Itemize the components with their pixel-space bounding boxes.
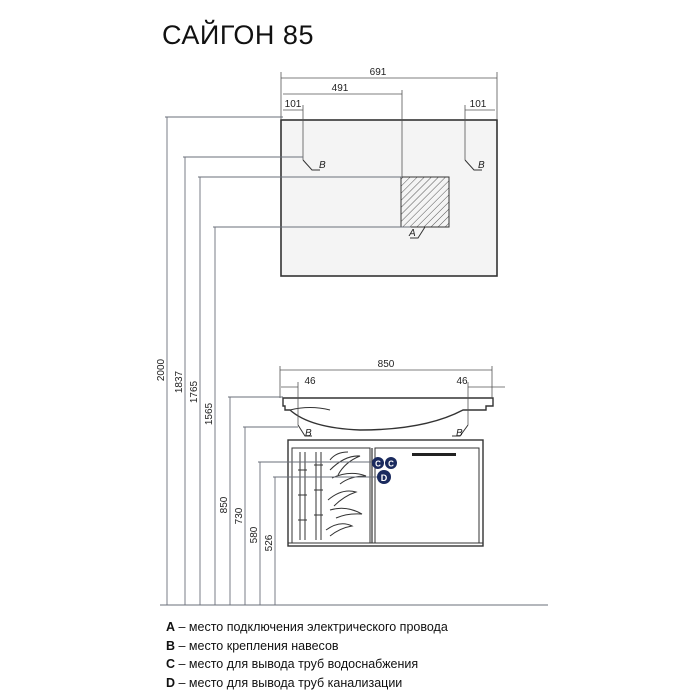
marker-a: A (408, 228, 416, 239)
marker-c-1: C (375, 460, 381, 469)
legend-row-d: D – место для вывода труб канализации (166, 675, 403, 690)
mirror-dimensions (280, 72, 498, 177)
dim-1565: 1565 (204, 402, 215, 425)
cabinet-right-door (374, 447, 480, 544)
mirror (280, 119, 498, 277)
marker-b-mirror-right: B (478, 160, 485, 171)
mirror-frame (280, 119, 498, 277)
marker-b-cabinet-right: B (456, 428, 463, 439)
marker-d: D (381, 473, 388, 483)
dim-691: 691 (370, 67, 387, 78)
mirror-b-pointers (302, 159, 482, 239)
cabinet-b-pointers (297, 424, 469, 437)
dim-1765: 1765 (189, 380, 200, 403)
dim-850: 850 (219, 496, 230, 513)
dim-580: 580 (249, 526, 260, 543)
dim-46-right: 46 (456, 376, 468, 387)
legend: A – место подключения электрического про… (166, 618, 448, 692)
legend-row-c: C – место для вывода труб водоснабжения (166, 657, 419, 671)
dim-730: 730 (234, 507, 245, 524)
dim-526: 526 (264, 534, 275, 551)
dim-101-left: 101 (285, 99, 302, 110)
marker-b-mirror-left: B (319, 160, 326, 171)
dim-101-right: 101 (470, 99, 487, 110)
marker-b-cabinet-left: B (305, 428, 312, 439)
legend-row-a: A – место подключения электрического про… (166, 620, 448, 634)
dim-1837: 1837 (174, 370, 185, 393)
cabinet-handle (412, 453, 456, 456)
bamboo-decoration (298, 451, 367, 540)
dim-2000: 2000 (156, 358, 167, 381)
mirror-lamp-box (400, 176, 450, 228)
marker-c-2: C (388, 460, 394, 469)
dim-491: 491 (332, 83, 349, 94)
legend-row-b: B – место крепления навесов (166, 638, 339, 653)
dim-46-left: 46 (304, 376, 316, 387)
cabinet-left-panel (291, 447, 371, 544)
height-dimension-lines (160, 116, 548, 606)
basin (282, 397, 494, 431)
dim-850-width: 850 (378, 359, 395, 370)
pipe-markers: C C D (372, 457, 397, 484)
product-title: САЙГОН 85 (162, 20, 314, 50)
cabinet-dimensions (279, 366, 505, 425)
cabinet (282, 397, 494, 547)
